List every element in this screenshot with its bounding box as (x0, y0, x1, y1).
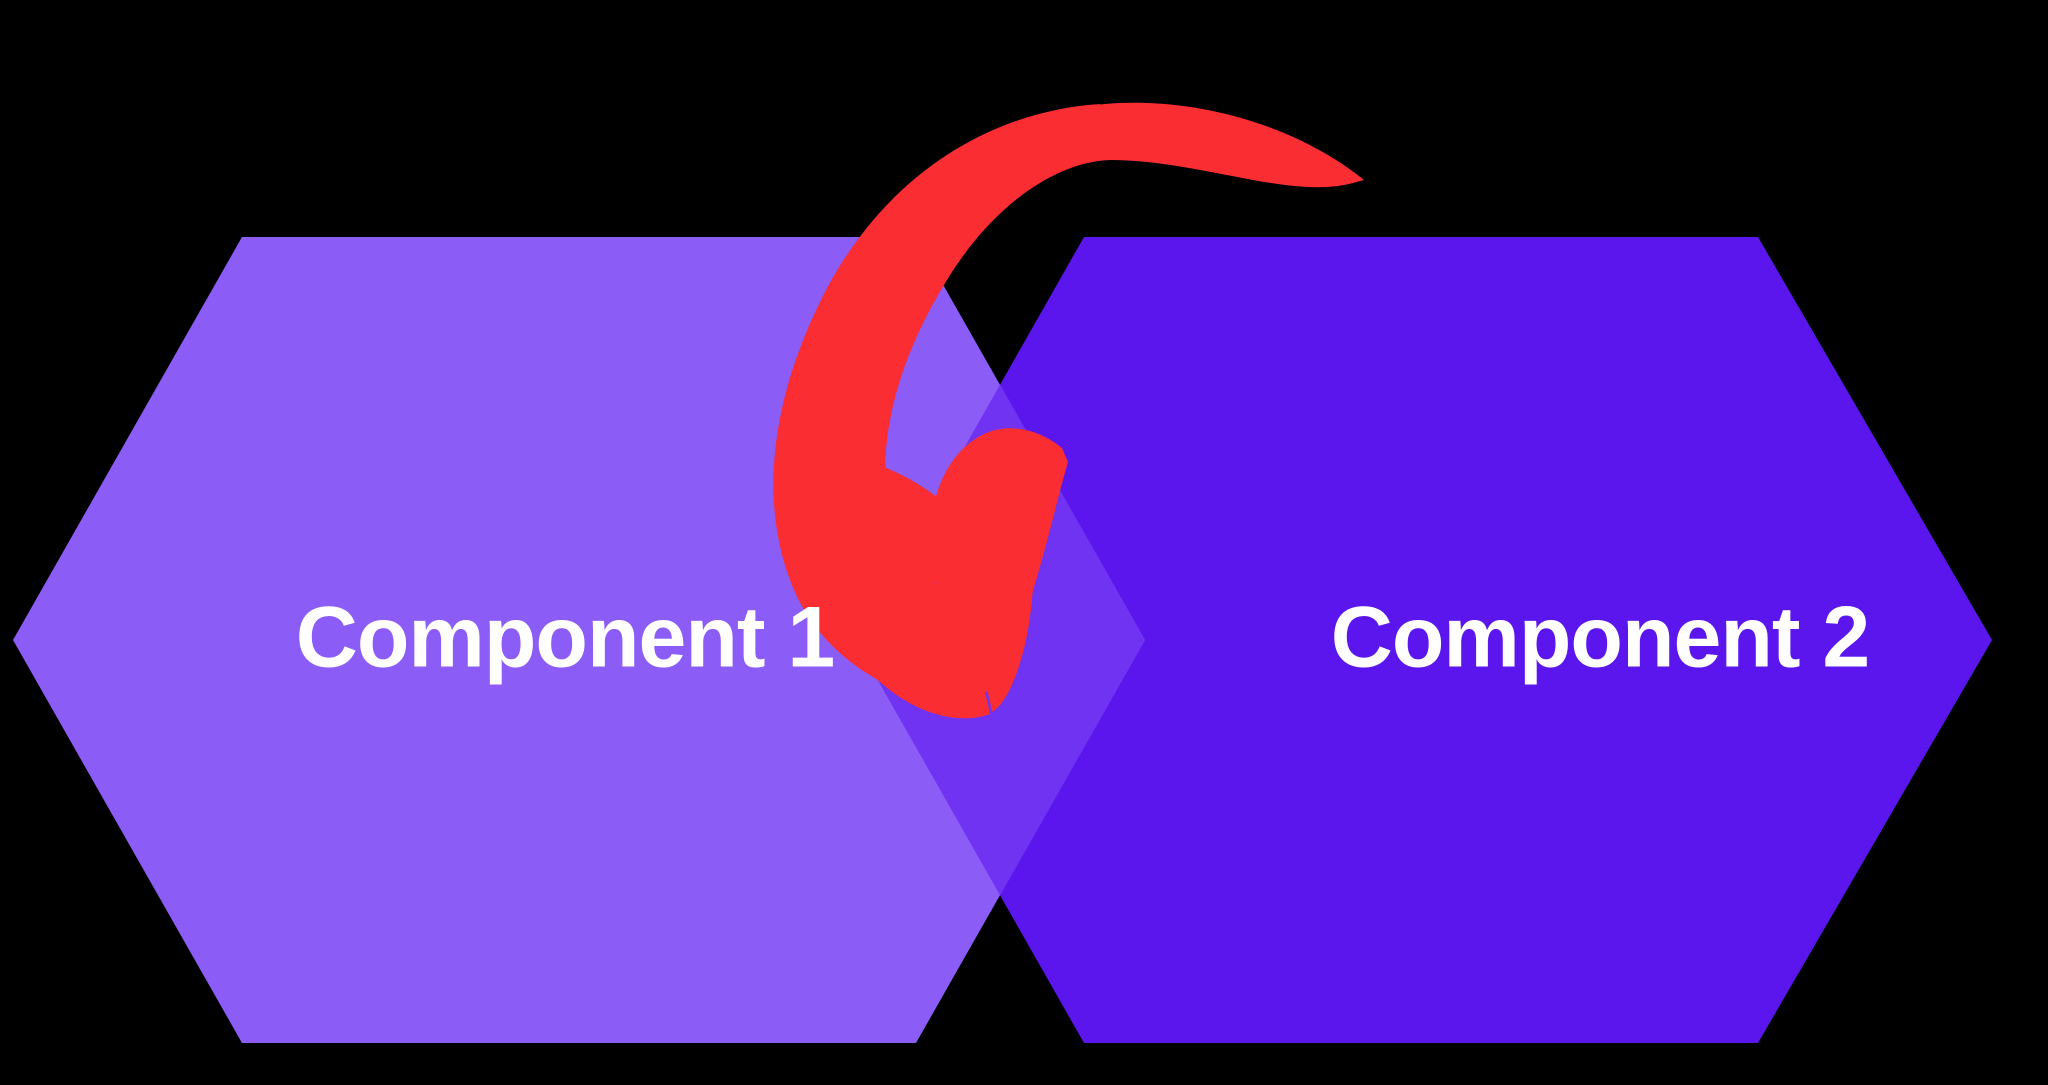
component-1-label: Component 1 (296, 590, 834, 686)
overlap-arrow (773, 102, 1364, 719)
component-2-shape[interactable] (855, 237, 1992, 1043)
component-2-label: Component 2 (1331, 590, 1869, 686)
component-2-hexagon-fill (855, 237, 1992, 1043)
arrow-head-point (779, 466, 990, 719)
arrow-head-notch (940, 498, 1034, 712)
